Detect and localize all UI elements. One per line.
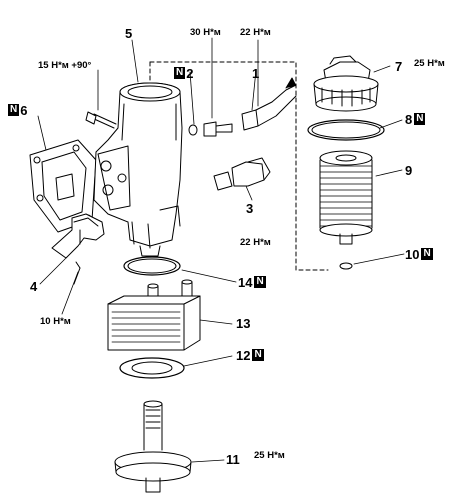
torque-22-mid: 22 Н*м <box>240 237 271 248</box>
oring-14 <box>123 256 181 276</box>
new-part-badge: N <box>252 349 264 361</box>
label-5: 5 <box>125 26 133 41</box>
filter-element-9 <box>319 150 373 245</box>
seal-12 <box>119 357 185 379</box>
fitting-2 <box>188 121 233 137</box>
cap-7 <box>313 55 379 112</box>
union-11 <box>114 400 192 493</box>
label-3: 3 <box>246 201 254 216</box>
new-part-badge: N <box>174 67 186 79</box>
oring-8 <box>307 119 385 141</box>
torque-22-top: 22 Н*м <box>240 27 271 38</box>
filter-housing-5 <box>93 82 183 257</box>
torque-25-bottom: 25 Н*м <box>254 450 285 461</box>
label-1: 1 <box>252 66 260 81</box>
leader-lines <box>37 37 405 463</box>
new-part-badge: N <box>421 248 433 260</box>
torque-25-right: 25 Н*м <box>414 58 445 69</box>
label-11: 11 <box>226 452 240 467</box>
torque-30: 30 Н*м <box>190 27 221 38</box>
oil-cooler-13 <box>107 279 201 351</box>
new-part-badge: N <box>254 276 266 288</box>
sensor-3 <box>213 157 271 191</box>
gasket-6 <box>29 139 97 233</box>
new-part-badge: N <box>8 104 20 116</box>
assembly-dash-box <box>149 61 329 271</box>
small-ring-10 <box>339 262 353 270</box>
label-7: 7 <box>395 59 403 74</box>
bracket-4 <box>51 213 105 285</box>
label-9: 9 <box>405 163 413 178</box>
torque-10-left: 10 Н*м <box>40 316 71 327</box>
pipe-1 <box>241 77 297 131</box>
torque-15-90: 15 Н*м +90° <box>38 60 92 71</box>
label-4: 4 <box>30 279 38 294</box>
label-13: 13 <box>236 316 251 331</box>
new-part-badge: N <box>414 113 426 125</box>
bolt-15nm <box>85 111 117 129</box>
